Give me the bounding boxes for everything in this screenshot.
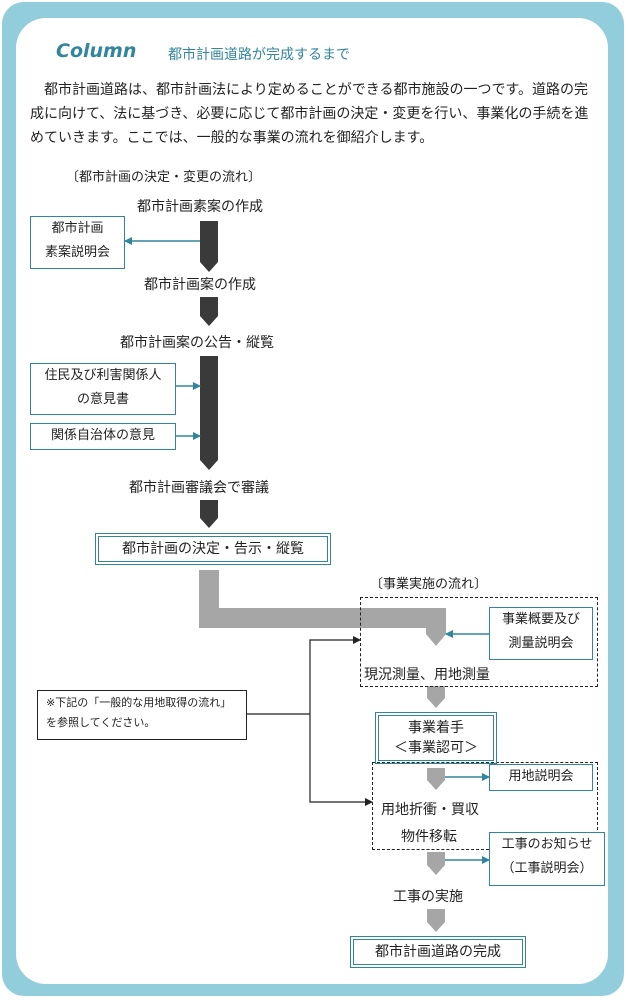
resident-opinion-line1: 住民及び利害関係人 [44,368,162,383]
survey-dashed-region [360,597,598,687]
step-project-start-box: 事業着手 ＜事業認可＞ [375,712,497,764]
land-explain: 用地説明会 [508,769,574,784]
land-explain-box: 用地説明会 [489,764,593,791]
survey-explain-line2: 測量説明会 [508,636,574,651]
plan-explain-box: 都市計画 素案説明会 [30,216,125,269]
plan-explain-line2: 素案説明会 [44,245,110,260]
dark-arrow-2 [200,297,218,326]
gray-arrow-3 [427,852,445,875]
column-label: Column [56,40,137,62]
card-panel [16,18,608,984]
section-plan-flow: 〔都市計画の決定・変更の流れ〕 [66,170,262,185]
step-project-start: 事業着手 [408,720,464,736]
step-plan-proposal: 都市計画案の作成 [144,277,256,293]
work-notice-box: 工事のお知らせ （工事説明会） [489,832,605,886]
step-draft-plan: 都市計画素案の作成 [137,199,263,215]
intro-paragraph: 都市計画道路は、都市計画法により定めることができる都市施設の一つです。道路の完成… [30,82,589,146]
step-council-review: 都市計画審議会で審議 [129,480,269,496]
dark-arrow-3 [200,356,218,470]
work-notice-line1: 工事のお知らせ [501,837,593,852]
plan-explain-line1: 都市計画 [51,221,104,236]
step-land-negotiation: 用地折衝・買収 [381,802,479,818]
step-completion: 都市計画道路の完成 [375,944,501,960]
gray-arrow-1 [427,686,445,708]
survey-explain-box: 事業概要及び 測量説明会 [489,607,593,660]
municipal-opinion-box: 関係自治体の意見 [30,423,176,450]
step-decision-box: 都市計画の決定・告示・縦覧 [95,533,331,565]
gray-connector [199,570,446,646]
step-completion-box: 都市計画道路の完成 [350,936,526,968]
column-title: 都市計画道路が完成するまで [168,47,350,63]
dark-arrow-1 [200,221,218,272]
note-line-to-survey [309,636,361,714]
dark-arrow-4 [200,500,218,528]
land-dashed-region [372,762,598,850]
gray-arrow-4 [427,909,445,932]
step-survey: 現況測量、用地測量 [364,667,490,683]
step-construction: 工事の実施 [393,889,463,905]
work-notice-line2: （工事説明会） [501,861,593,876]
municipal-opinion: 関係自治体の意見 [50,428,155,443]
gray-arrow-2 [427,768,445,790]
step-public-notice: 都市計画案の公告・縦覧 [120,335,274,351]
resident-opinion-line2: の意見書 [76,392,129,407]
note-line-to-land [309,714,373,806]
step-project-approval: ＜事業認可＞ [394,740,478,756]
step-decision: 都市計画の決定・告示・縦覧 [122,541,304,557]
section-project-flow: 〔事業実施の流れ〕 [370,577,488,592]
survey-explain-line1: 事業概要及び [501,612,580,627]
reference-note: ※下記の「一般的な用地取得の流れ」を参照してください。 [37,690,247,740]
resident-opinion-box: 住民及び利害関係人 の意見書 [30,363,176,415]
step-relocation: 物件移転 [401,829,457,845]
